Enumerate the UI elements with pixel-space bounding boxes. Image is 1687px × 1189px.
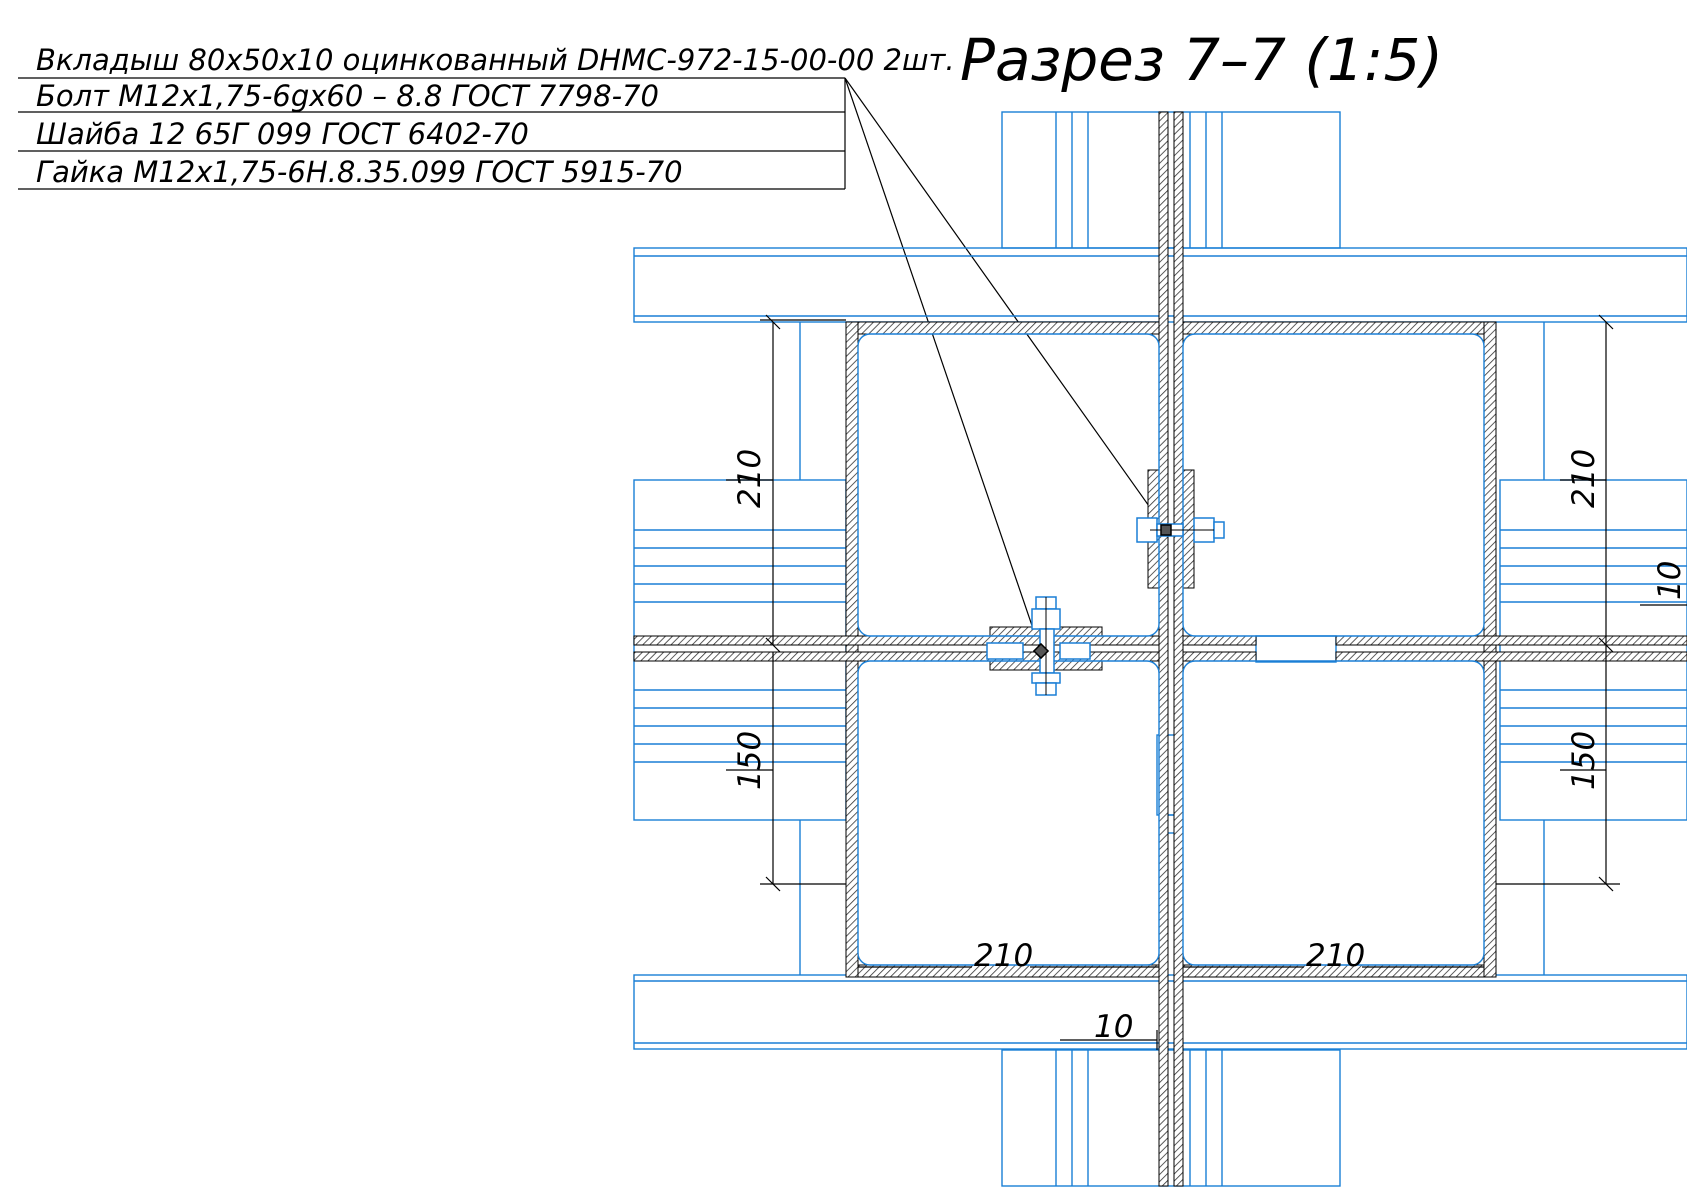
bolt-assembly-upper: [1136, 517, 1225, 543]
callout-liner: Вкладыш 80х50х10 оцинкованный DНМС-972-1…: [36, 43, 955, 77]
dim-right-150: 150: [1566, 731, 1602, 790]
inner-outlines: [857, 333, 1485, 966]
bolt-assembly-lower: [986, 596, 1091, 696]
callout-washer: Шайба 12 65Г 099 ГОСТ 6402-70: [36, 117, 529, 151]
callout-table: [18, 77, 1167, 653]
callout-bolt: Болт М12х1,75-6gх60 – 8.8 ГОСТ 7798-70: [36, 79, 659, 113]
dim-left-210: 210: [732, 449, 768, 508]
callout-nut: Гайка М12х1,75-6Н.8.35.099 ГОСТ 5915-70: [36, 155, 683, 189]
dim-bottom-left-210: 210: [974, 938, 1033, 974]
dim-left-150: 150: [732, 731, 768, 790]
section-title: Разрез 7–7 (1:5): [960, 26, 1443, 94]
dim-bottom-gap-10: 10: [1094, 1009, 1133, 1045]
dim-right-210: 210: [1566, 449, 1602, 508]
dim-right-gap-10: 10: [1652, 561, 1687, 600]
dimension-lines: [726, 314, 1687, 1050]
section-walls: [633, 111, 1687, 1187]
dim-bottom-right-210: 210: [1306, 938, 1365, 974]
